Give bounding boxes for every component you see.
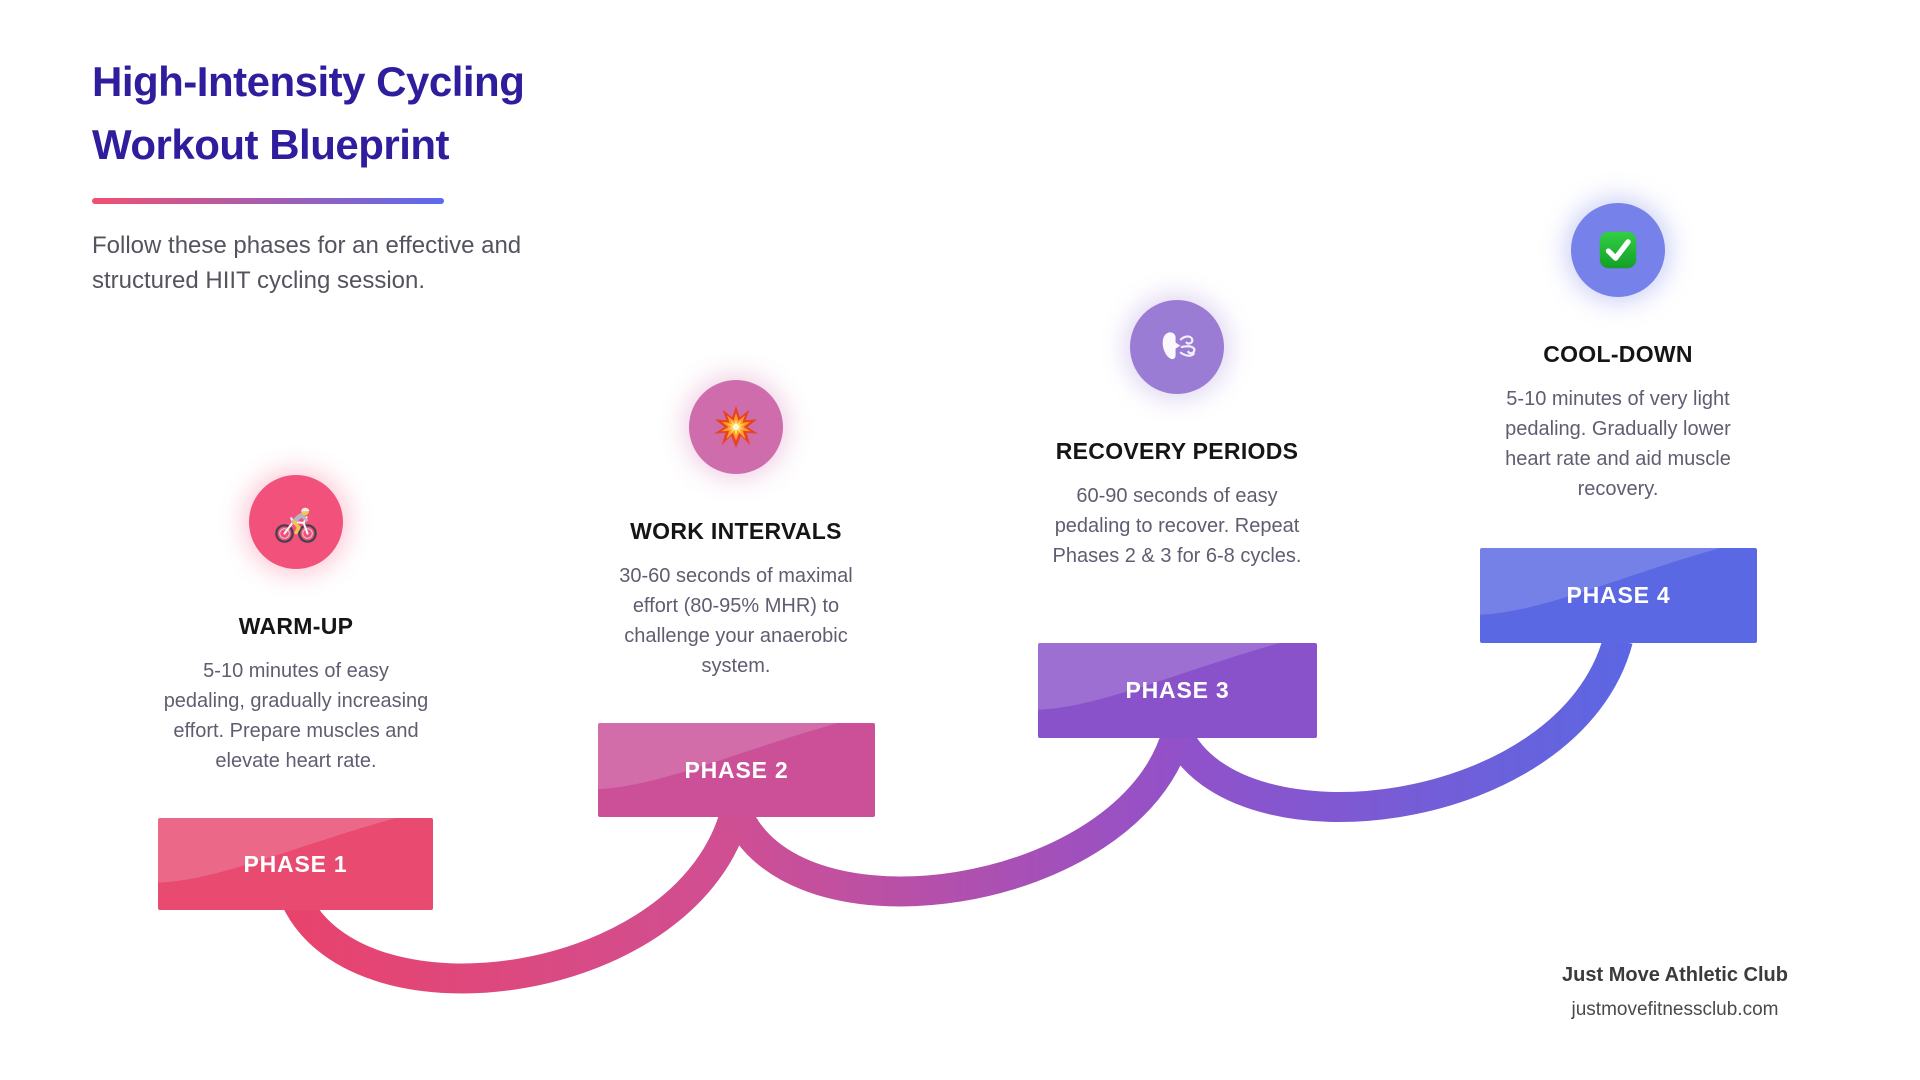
- check-mark-icon: [1599, 231, 1637, 269]
- phase-1-box: PHASE 1: [158, 818, 433, 910]
- phase-2-circle: [689, 380, 783, 474]
- phase-3-circle: [1130, 300, 1224, 394]
- phase-3-box-label: PHASE 3: [1125, 677, 1230, 703]
- phase-1-description: 5-10 minutes of easy pedaling, gradually…: [136, 656, 456, 776]
- phase-2-desc-line: challenge your anaerobic: [624, 625, 848, 647]
- phase-4-description: 5-10 minutes of very light pedaling. Gra…: [1458, 384, 1778, 504]
- phase-4-desc-line: 5-10 minutes of very light: [1506, 388, 1730, 410]
- page-title-line-1: High-Intensity Cycling: [92, 58, 525, 105]
- footer-org-name: Just Move Athletic Club: [1562, 964, 1788, 986]
- cyclist-icon: [275, 507, 317, 543]
- phase-4-circle: [1571, 203, 1665, 297]
- footer: Just Move Athletic Club justmovefitnessc…: [1490, 964, 1860, 1021]
- phase-1-column: WARM-UP 5-10 minutes of easy pedaling, g…: [136, 475, 456, 776]
- box-sheen: [1038, 643, 1280, 710]
- phase-3-box: PHASE 3: [1038, 643, 1317, 738]
- phase-4-desc-line: recovery.: [1577, 478, 1659, 500]
- footer-website: justmovefitnessclub.com: [1571, 999, 1779, 1020]
- phase-3-column: RECOVERY PERIODS 60-90 seconds of easy p…: [1017, 300, 1337, 571]
- phase-2-desc-line: system.: [701, 655, 771, 677]
- phase-1-desc-line: pedaling, gradually increasing: [163, 690, 429, 712]
- phase-2-column: WORK INTERVALS 30-60 seconds of maximal …: [576, 380, 896, 681]
- phase-3-desc-line: pedaling to recover. Repeat: [1054, 515, 1300, 537]
- title-underline-accent: [92, 198, 444, 204]
- phase-3-heading: RECOVERY PERIODS: [1055, 438, 1299, 464]
- phase-4-box-label: PHASE 4: [1566, 582, 1671, 608]
- phase-3-description: 60-90 seconds of easy pedaling to recove…: [1017, 481, 1337, 571]
- phase-3-desc-line: Phases 2 & 3 for 6-8 cycles.: [1052, 545, 1302, 567]
- phase-2-box-label: PHASE 2: [684, 756, 789, 783]
- box-sheen: [598, 723, 838, 789]
- phase-4-desc-line: pedaling. Gradually lower: [1505, 418, 1731, 440]
- subtitle: Follow these phases for an effective and…: [92, 228, 524, 298]
- phase-1-circle: [249, 475, 343, 569]
- phase-4-desc-line: heart rate and aid muscle: [1505, 448, 1731, 470]
- phase-1-heading: WARM-UP: [238, 613, 354, 639]
- connector-phase1-phase2: [282, 805, 751, 994]
- phase-1-box-label: PHASE 1: [243, 850, 348, 877]
- phase-3-desc-line: 60-90 seconds of easy: [1076, 485, 1278, 507]
- collision-burst-icon: [713, 405, 759, 449]
- header: High-Intensity Cycling Workout Blueprint…: [92, 50, 525, 298]
- phase-2-heading: WORK INTERVALS: [630, 518, 842, 544]
- phase-1-desc-line: elevate heart rate.: [215, 750, 377, 772]
- connector-phase3-phase4: [1163, 635, 1633, 822]
- phase-2-desc-line: 30-60 seconds of maximal: [619, 565, 853, 587]
- box-sheen: [158, 818, 397, 883]
- phase-1-desc-line: effort. Prepare muscles and: [173, 720, 419, 742]
- phase-4-box: PHASE 4: [1480, 548, 1757, 643]
- phase-2-desc-line: effort (80-95% MHR) to: [632, 595, 840, 617]
- subtitle-line-2: structured HIIT cycling session.: [92, 267, 426, 294]
- phase-4-column: COOL-DOWN 5-10 minutes of very light ped…: [1458, 203, 1778, 504]
- box-sheen: [1480, 548, 1720, 615]
- wind-face-icon: [1162, 332, 1196, 360]
- page-title-line-2: Workout Blueprint: [92, 121, 450, 168]
- phase-4-heading: COOL-DOWN: [1543, 341, 1693, 367]
- phase-1-desc-line: 5-10 minutes of easy: [203, 660, 389, 682]
- subtitle-line-1: Follow these phases for an effective and: [92, 232, 522, 259]
- phase-2-description: 30-60 seconds of maximal effort (80-95% …: [576, 561, 896, 681]
- phase-2-box: PHASE 2: [598, 723, 875, 817]
- connector-phase2-phase3: [722, 728, 1192, 907]
